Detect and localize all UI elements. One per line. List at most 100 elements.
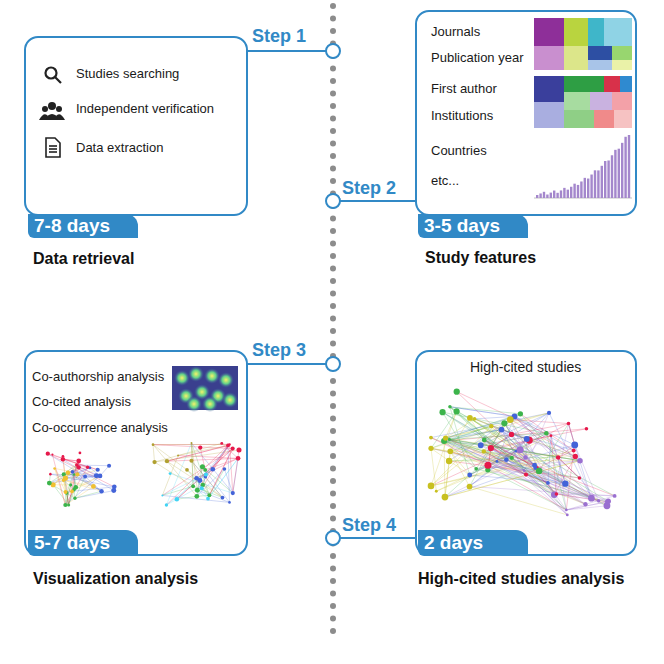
decor-line [504, 423, 566, 510]
decor-rect [539, 193, 541, 198]
decor-line [535, 468, 591, 498]
decor-line [200, 444, 230, 480]
decor-rect [573, 184, 575, 198]
decor-circle [188, 366, 204, 382]
decor-circle [330, 441, 336, 447]
decor-circle [206, 497, 210, 501]
step-label: Step 2 [340, 178, 398, 198]
item-text: etc... [431, 173, 459, 189]
decor-circle [583, 502, 587, 506]
decor-circle [51, 454, 53, 456]
decor-circle [439, 409, 445, 415]
decor-circle [220, 442, 223, 445]
decor-line [85, 477, 101, 492]
decor-circle [66, 471, 70, 475]
decor-line [205, 444, 229, 476]
decor-circle [330, 66, 336, 72]
decor-circle [47, 481, 52, 486]
decor-line [208, 458, 238, 498]
step-caption: Study features [425, 248, 536, 268]
decor-line [153, 445, 197, 497]
document-icon [46, 138, 60, 157]
item-text: Institutions [431, 108, 493, 124]
decor-rect [624, 137, 626, 198]
decor-circle [330, 341, 336, 347]
decor-circle [185, 468, 189, 472]
decor-rect [556, 193, 558, 198]
item-text: Independent verification [76, 101, 214, 117]
decor-circle [442, 494, 449, 501]
item-text: Studies searching [76, 66, 179, 82]
decor-circle [330, 428, 336, 434]
decor-line [431, 438, 585, 505]
decor-line [512, 458, 567, 510]
decor-line [153, 445, 155, 462]
decor-circle [330, 491, 336, 497]
decor-circle [467, 415, 473, 421]
decor-circle [46, 452, 50, 456]
decor-circle [200, 486, 204, 490]
decor-circle [524, 436, 530, 442]
decor-circle [75, 472, 79, 476]
decor-circle [330, 128, 336, 134]
decor-circle [566, 514, 569, 517]
decor-circle [86, 466, 89, 469]
decor-circle [330, 378, 336, 384]
decor-circle [495, 460, 498, 463]
decor-line [431, 430, 502, 486]
decor-line [63, 468, 89, 481]
decor-rect [570, 187, 572, 198]
decor-circle [98, 474, 103, 479]
decor-circle [330, 628, 336, 634]
decor-circle [330, 303, 336, 309]
decor-circle [71, 470, 75, 474]
decor-circle [330, 278, 336, 284]
decor-rect [628, 135, 630, 198]
step-box: High-cited studies2 daysHigh-cited studi… [415, 350, 637, 556]
decor-rect [546, 195, 548, 198]
decor-line [484, 440, 607, 502]
decor-rect [563, 188, 565, 198]
decor-circle [231, 491, 235, 495]
decor-line [191, 461, 222, 498]
decor-line [511, 424, 568, 435]
decor-circle [152, 443, 155, 446]
decor-line [484, 451, 539, 470]
decor-circle [330, 78, 336, 84]
decor-line [558, 451, 574, 458]
decor-circle [523, 455, 528, 460]
decor-circle [447, 448, 453, 454]
decor-line [444, 441, 607, 506]
decor-circle [330, 453, 336, 459]
decor-circle [588, 495, 595, 502]
item-text: Countries [431, 143, 487, 159]
decor-line [177, 449, 233, 500]
decor-circle [204, 368, 220, 384]
decor-circle [556, 455, 561, 460]
decor-circle [536, 468, 542, 474]
box-outline [415, 350, 637, 556]
decor-rect [604, 161, 606, 198]
decor-circle [330, 591, 336, 597]
decor-circle [572, 449, 576, 453]
decor-line [515, 416, 592, 498]
decor-circle [175, 497, 180, 502]
decor-rect [597, 170, 599, 198]
duration-tab: 7-8 days [28, 214, 138, 238]
decor-circle [523, 469, 526, 472]
item-text: Co-authorship analysis [32, 369, 164, 385]
decor-circle [613, 494, 617, 498]
decor-circle [547, 411, 551, 415]
decor-circle [482, 438, 487, 443]
decor-circle [550, 434, 553, 437]
decor-circle [606, 499, 611, 504]
decor-circle [544, 431, 549, 436]
decor-rect [577, 185, 579, 198]
decor-circle [330, 153, 336, 159]
decor-circle [330, 466, 336, 472]
decor-circle [71, 471, 73, 473]
decor-circle [207, 493, 211, 497]
decor-line [202, 467, 232, 493]
decor-circle [194, 494, 199, 499]
decor-circle [236, 456, 241, 461]
